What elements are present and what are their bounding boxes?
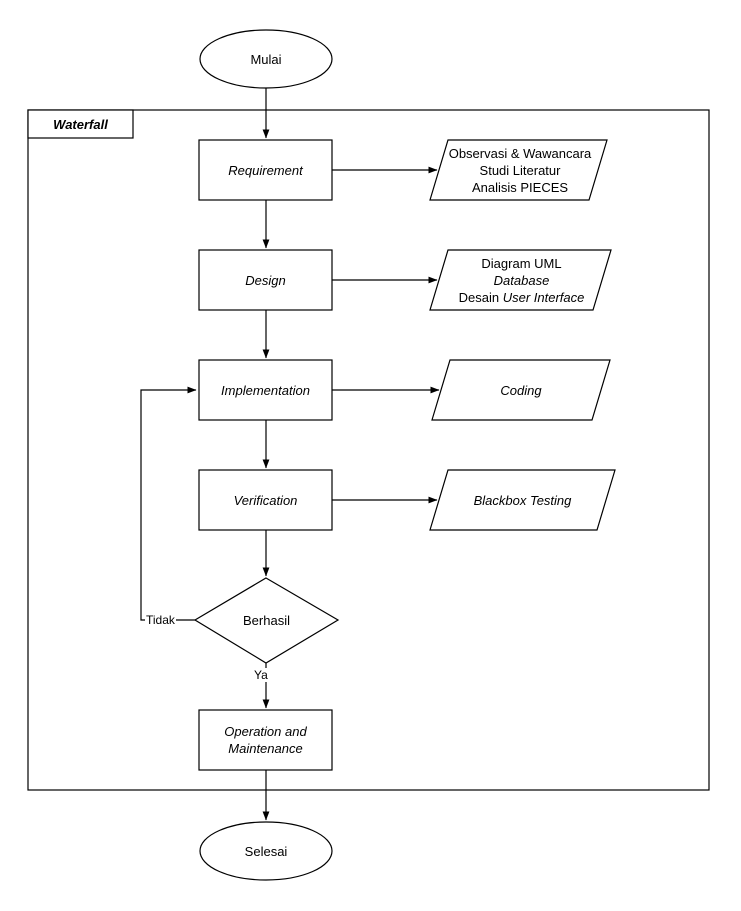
waterfall-container [27, 109, 710, 791]
artifact-design-shape[interactable] [429, 249, 612, 311]
node-end-shape[interactable] [199, 821, 333, 881]
node-start-shape[interactable] [199, 29, 333, 89]
node-implementation-shape[interactable] [198, 359, 333, 421]
artifact-requirement-shape[interactable] [429, 139, 608, 201]
node-requirement-shape[interactable] [198, 139, 333, 201]
waterfall-label-box [27, 109, 134, 139]
artifact-implementation-shape[interactable] [431, 359, 611, 421]
edge-label-tidak: Tidak [145, 613, 176, 627]
node-verification-shape[interactable] [198, 469, 333, 531]
node-design-shape[interactable] [198, 249, 333, 311]
edge-label-ya: Ya [253, 668, 269, 682]
node-operation-shape[interactable] [198, 709, 333, 771]
artifact-verification-shape[interactable] [429, 469, 616, 531]
